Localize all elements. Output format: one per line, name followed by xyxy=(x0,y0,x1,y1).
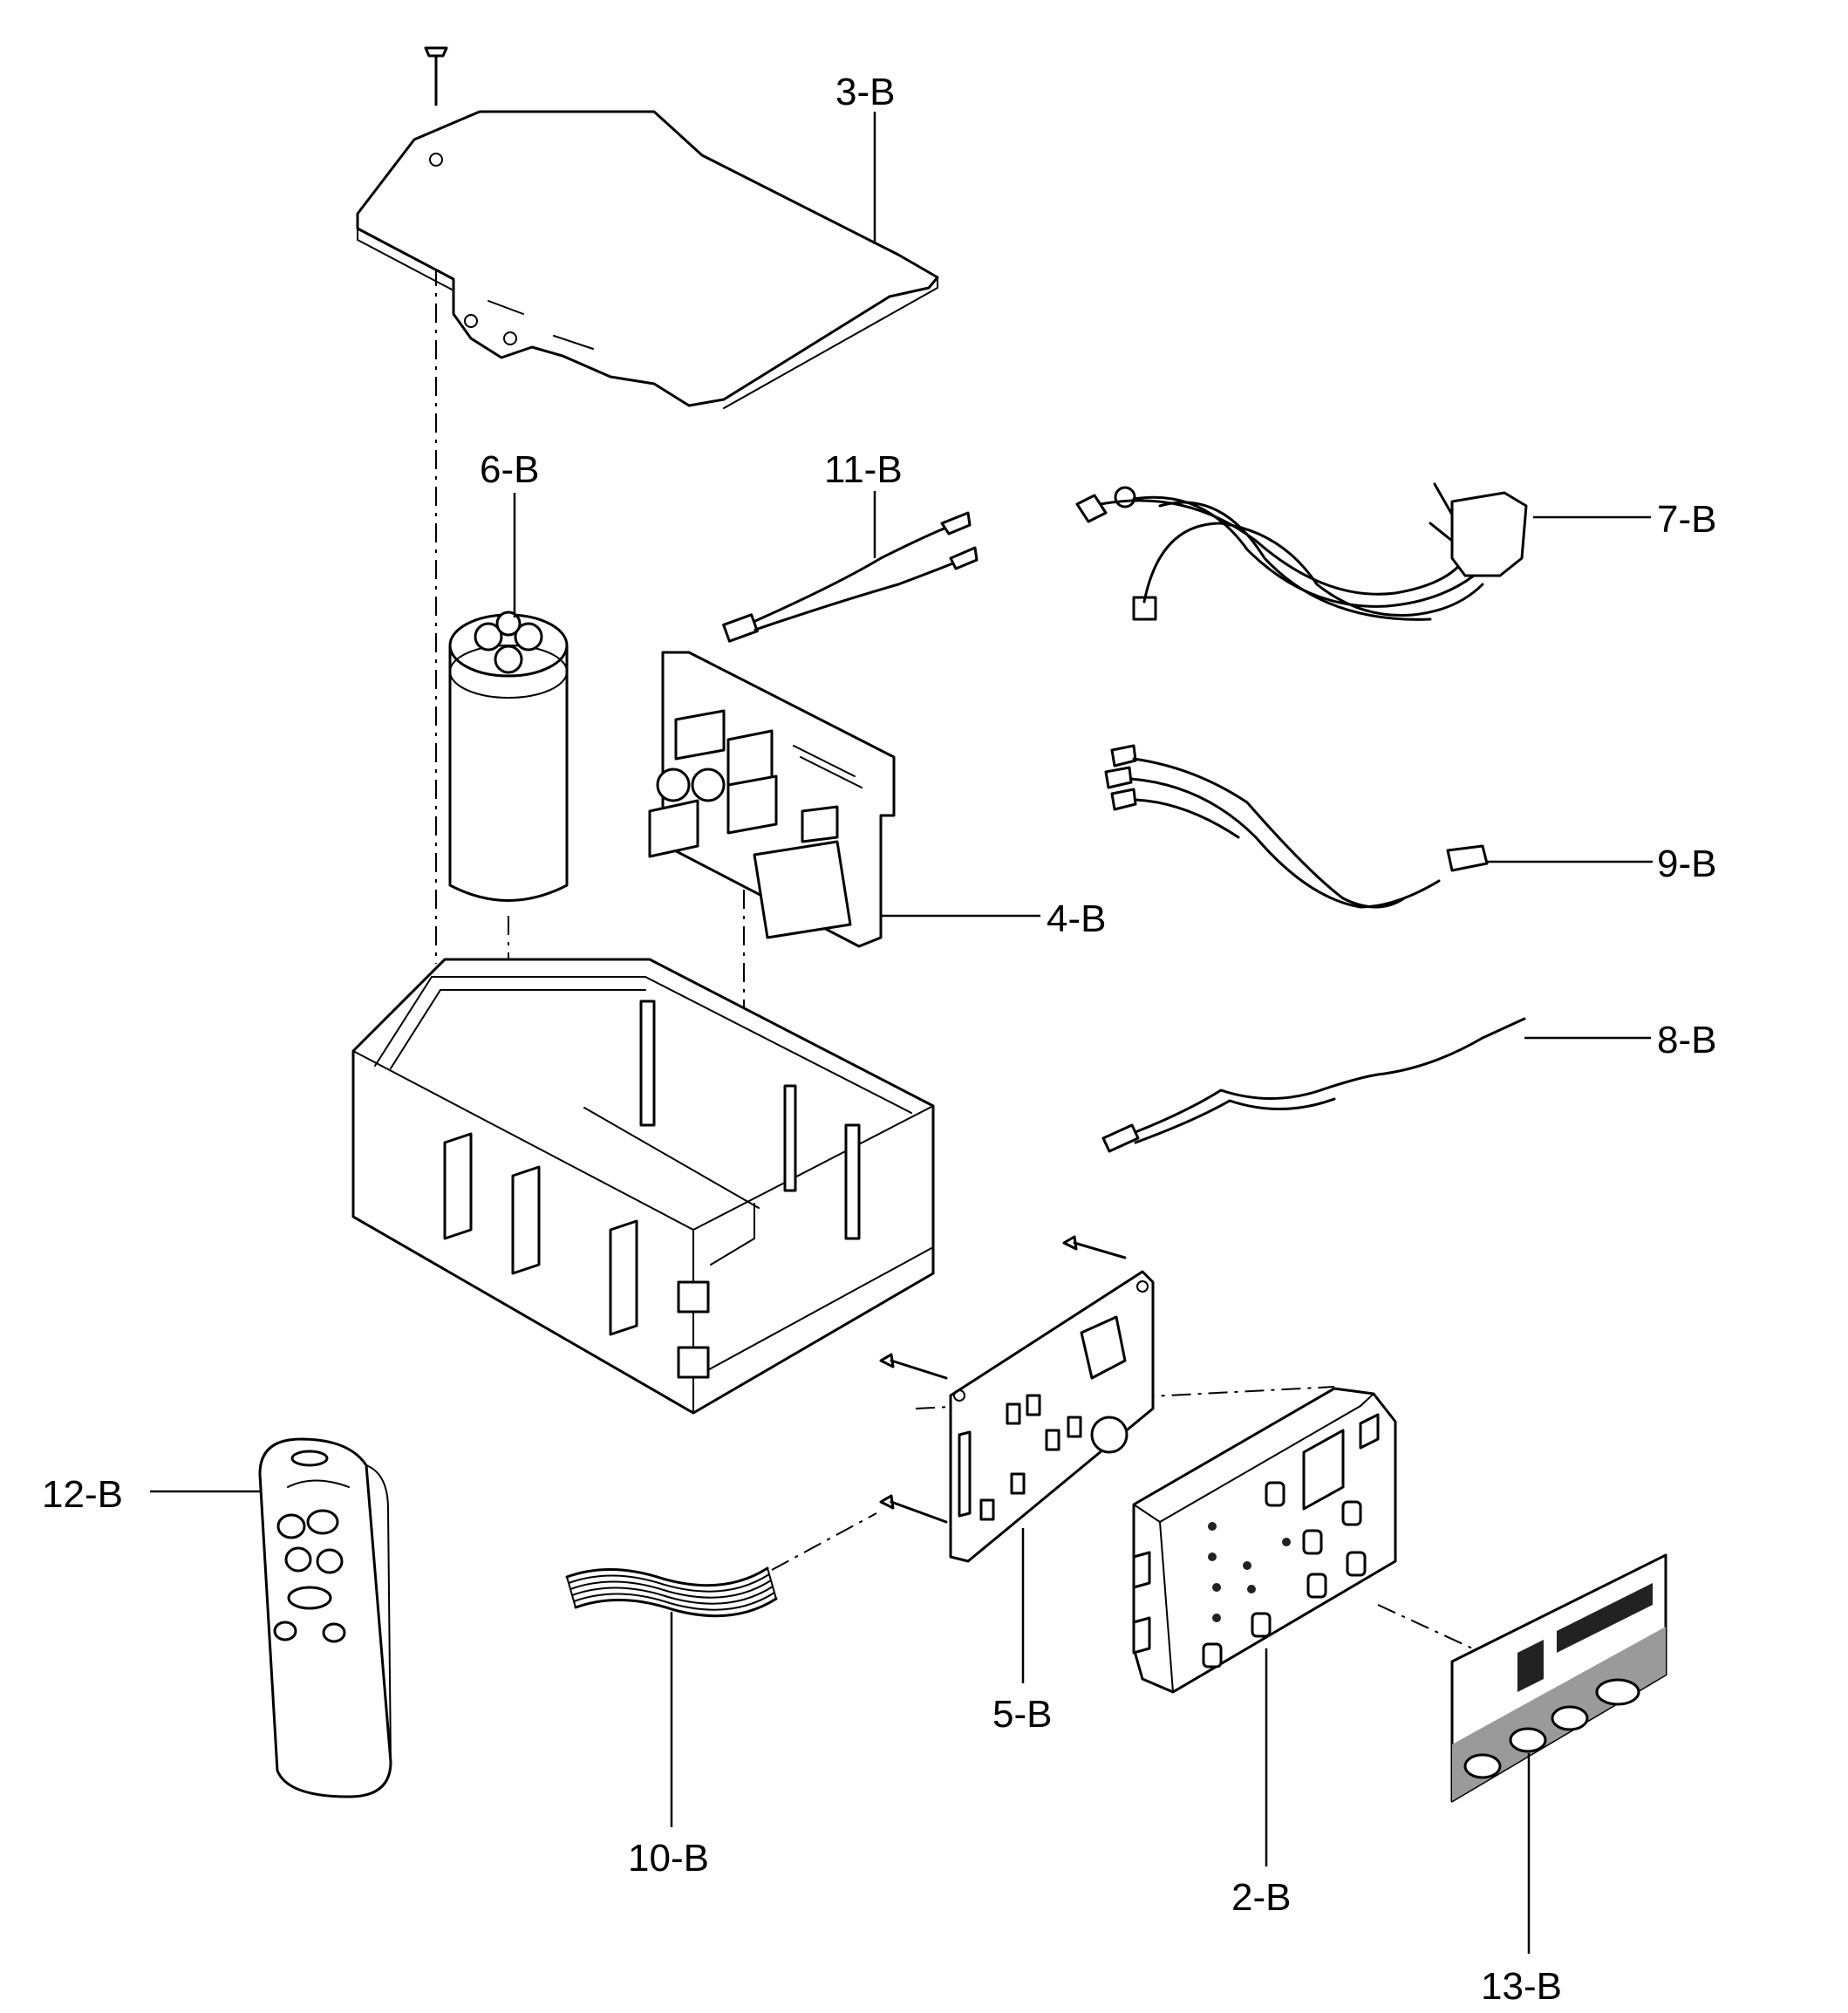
cover-plate-3b xyxy=(356,46,939,409)
label-13b: 13-B xyxy=(1481,1965,1562,2008)
power-cord-7b xyxy=(1075,482,1528,621)
label-3b: 3-B xyxy=(835,71,895,113)
front-panel-2b xyxy=(1132,1387,1397,1694)
wire-8b xyxy=(1101,1017,1526,1153)
leader-lines xyxy=(150,112,1653,1954)
label-8b: 8-B xyxy=(1657,1019,1716,1061)
main-pcb-4b xyxy=(648,651,896,1151)
label-9b: 9-B xyxy=(1657,843,1716,885)
label-12b: 12-B xyxy=(42,1473,123,1516)
label-7b: 7-B xyxy=(1657,498,1716,541)
label-5b: 5-B xyxy=(992,1693,1052,1736)
capacitor-6b xyxy=(448,611,569,1125)
label-11b: 11-B xyxy=(824,448,903,491)
label-10b: 10-B xyxy=(628,1837,709,1880)
ribbon-cable-10b xyxy=(565,1566,778,1618)
wire-harness-9b xyxy=(1104,744,1489,909)
label-2b: 2-B xyxy=(1231,1876,1291,1919)
label-6b: 6-B xyxy=(480,448,539,491)
base-tray xyxy=(351,958,935,1415)
wire-harness-11b xyxy=(722,511,979,643)
label-4b: 4-B xyxy=(1047,897,1106,940)
remote-control-12b xyxy=(258,1437,392,1798)
label-overlay-13b xyxy=(1450,1553,1667,1803)
control-pcb-5b xyxy=(879,1235,1155,1563)
